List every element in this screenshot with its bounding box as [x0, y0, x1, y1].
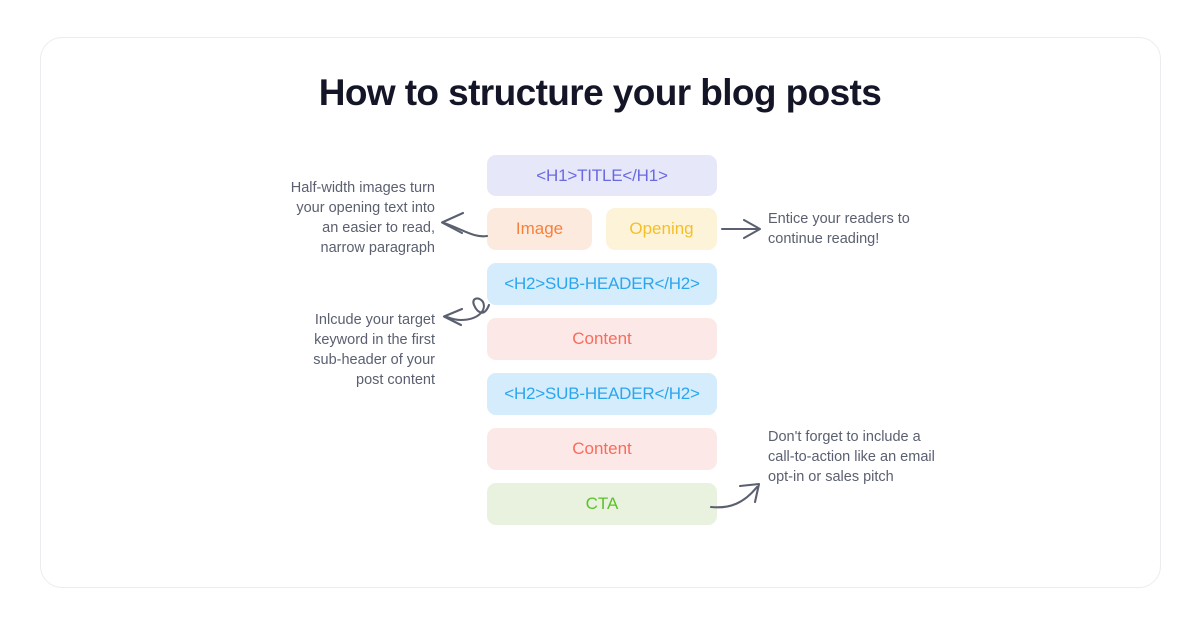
block-h1-title[interactable]: <H1>TITLE</H1> [487, 155, 717, 196]
page-title: How to structure your blog posts [318, 72, 882, 113]
annotation-entice-readers: Entice your readers to continue reading! [768, 211, 910, 247]
block-opening[interactable]: Opening [606, 208, 717, 250]
annotation-target-keyword: Inlcude your target keyword in the first… [313, 312, 435, 388]
block-sub-header-2[interactable]: <H2>SUB-HEADER</H2> [487, 373, 717, 415]
block-cta[interactable]: CTA [487, 483, 717, 525]
block-sub-header-1[interactable]: <H2>SUB-HEADER</H2> [487, 263, 717, 305]
annotation-half-width-images: Half-width images turn your opening text… [290, 180, 435, 256]
block-content-2[interactable]: Content [487, 428, 717, 470]
block-image[interactable]: Image [487, 208, 592, 250]
annotation-call-to-action: Don't forget to include a call-to-action… [768, 429, 935, 485]
block-content-1[interactable]: Content [487, 318, 717, 360]
